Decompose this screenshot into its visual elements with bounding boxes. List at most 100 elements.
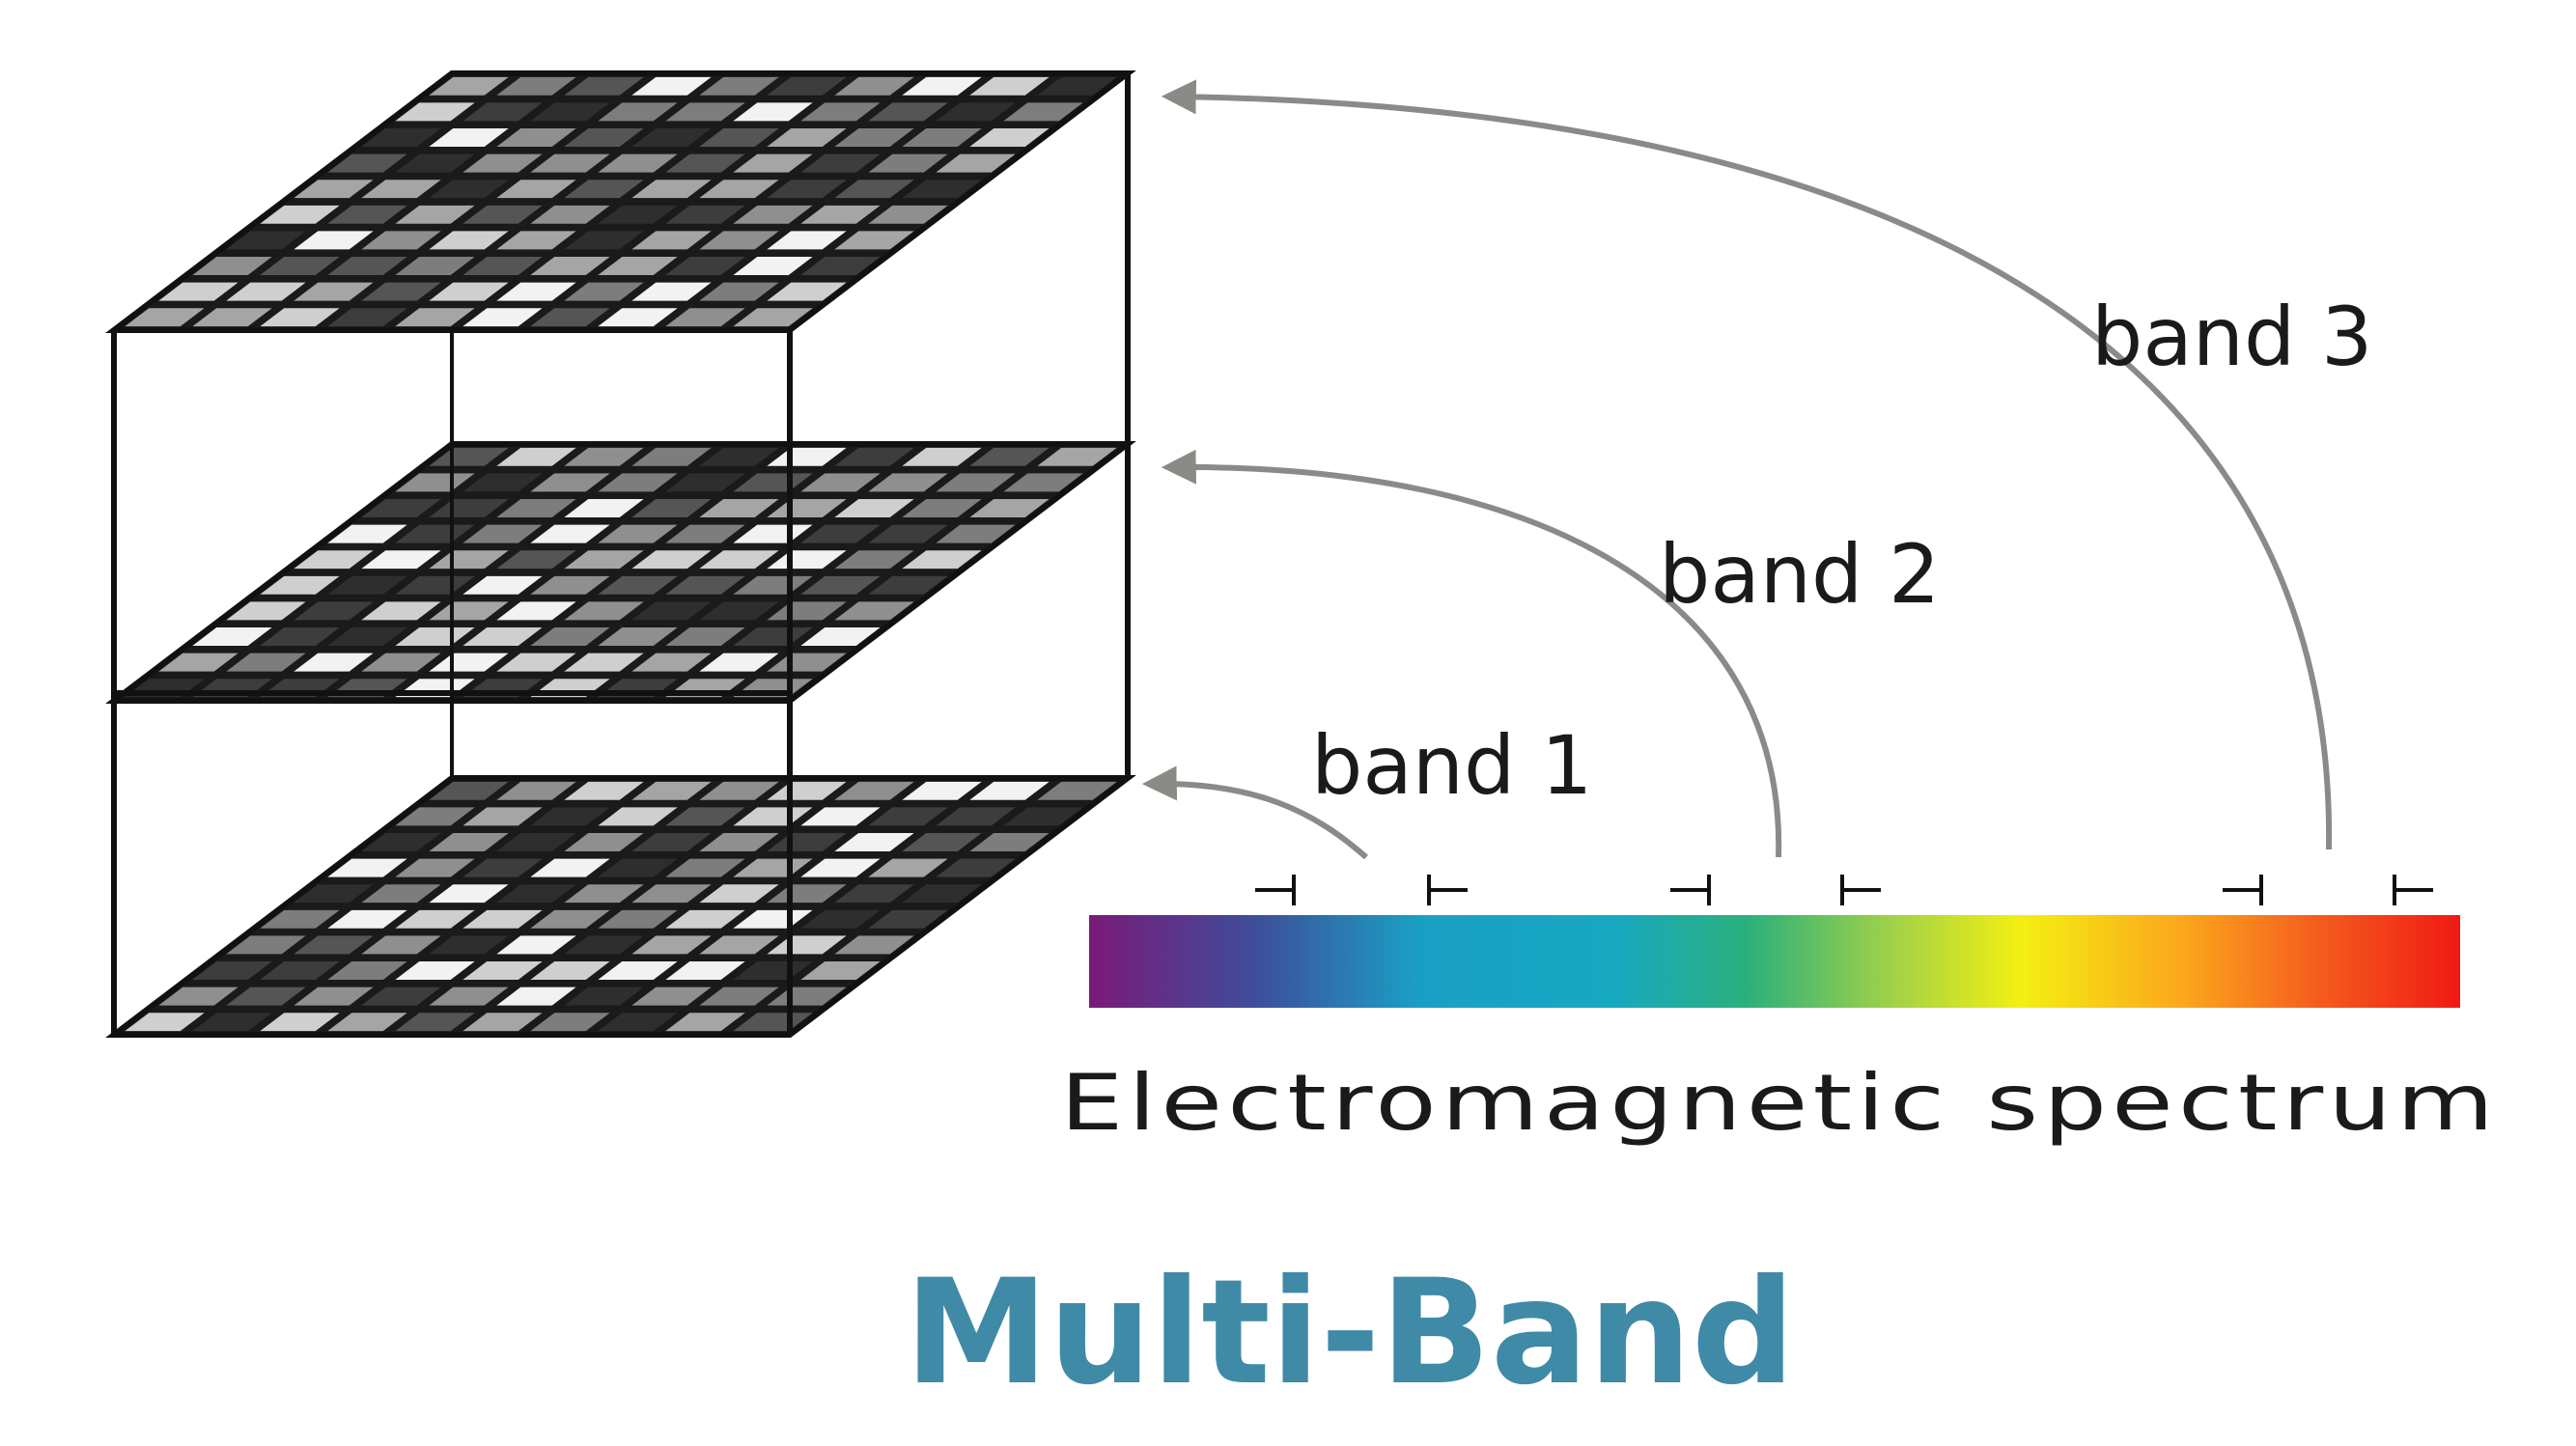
raster-cell [834,447,914,466]
raster-layer-band-2 [105,441,1136,704]
raster-cell [294,601,374,621]
raster-cell [496,884,576,904]
raster-cell [631,180,712,199]
raster-cell [800,153,881,173]
raster-cell [462,308,543,327]
raster-cell [530,909,610,929]
raster-cell [260,308,340,327]
raster-cell [395,153,475,173]
raster-cell [327,257,407,275]
raster-cell [902,550,982,570]
raster-cell [834,935,914,955]
raster-cell [158,653,238,672]
raster-cell [564,231,644,250]
raster-cell [530,102,610,122]
raster-cell [598,102,678,122]
raster-cell [429,781,509,800]
raster-cell [294,282,374,301]
raster-cell [429,180,509,199]
raster-cell [361,180,441,199]
raster-cell [530,153,610,173]
raster-cell [631,231,712,250]
raster-cell [936,858,1016,877]
raster-cell [631,987,712,1006]
raster-cell [699,833,779,851]
raster-cell [631,128,712,147]
raster-cell [665,153,745,173]
raster-cell [598,473,678,492]
raster-cell [192,257,272,275]
raster-cell [631,935,712,955]
raster-cell [665,308,745,327]
raster-cell [564,935,644,955]
raster-cell [192,1013,272,1032]
raster-cell [631,884,712,904]
raster-cell [530,473,610,492]
raster-cell [530,627,610,646]
raster-cell [699,447,779,466]
raster-cell [598,1013,678,1032]
spectrum-label: Electromagnetic spectrum [1060,1058,2499,1148]
raster-layer-band-3 [105,70,1136,333]
raster-cell [1037,447,1117,466]
raster-cell [868,807,948,826]
raster-cell [767,447,847,466]
raster-cell [530,524,610,543]
raster-cell [361,935,441,955]
raster-cell [834,833,914,851]
raster-cell [564,653,644,672]
raster-cell [733,961,813,980]
raster-cell [429,987,509,1006]
raster-cell [902,128,982,147]
raster-cell [294,550,374,570]
raster-cell [327,909,407,929]
raster-cell [631,550,712,570]
raster-cell [395,308,475,327]
raster-cell [665,205,745,224]
raster-cell [767,499,847,517]
raster-cell [868,205,948,224]
raster-cell [631,76,712,96]
raster-cell [361,601,441,621]
raster-cell [530,807,610,826]
raster-cell [767,180,847,199]
raster-cell [598,205,678,224]
raster-cell [868,524,948,543]
raster-cell [834,76,914,96]
raster-cell [598,961,678,980]
raster-cell [699,781,779,800]
raster-cell [192,961,272,980]
raster-cell [395,961,475,980]
raster-cell [429,833,509,851]
raster-cell [462,627,543,646]
raster-cell [733,1013,813,1032]
raster-cell [733,858,813,877]
raster-cell [395,473,475,492]
raster-cell [868,909,948,929]
raster-cell [327,524,407,543]
raster-cell [969,781,1050,800]
raster-cell [192,308,272,327]
raster-cell [462,153,543,173]
raster-cell [564,601,644,621]
raster-cell [1003,473,1083,492]
raster-cell [936,102,1016,122]
raster-cell [327,858,407,877]
raster-cell [260,627,340,646]
raster-cell [834,781,914,800]
raster-cell [294,180,374,199]
raster-cell [767,601,847,621]
raster-cell [496,833,576,851]
raster-cell [395,858,475,877]
raster-cell [496,987,576,1006]
raster-cell [767,231,847,250]
raster-cell [564,987,644,1006]
raster-cell [462,909,543,929]
raster-cell [429,76,509,96]
raster-cell [327,575,407,595]
raster-cell [496,653,576,672]
band-1-label: band 1 [1311,718,1593,813]
band-3-arrow [1161,79,2333,850]
raster-cell [462,858,543,877]
raster-cell [733,102,813,122]
